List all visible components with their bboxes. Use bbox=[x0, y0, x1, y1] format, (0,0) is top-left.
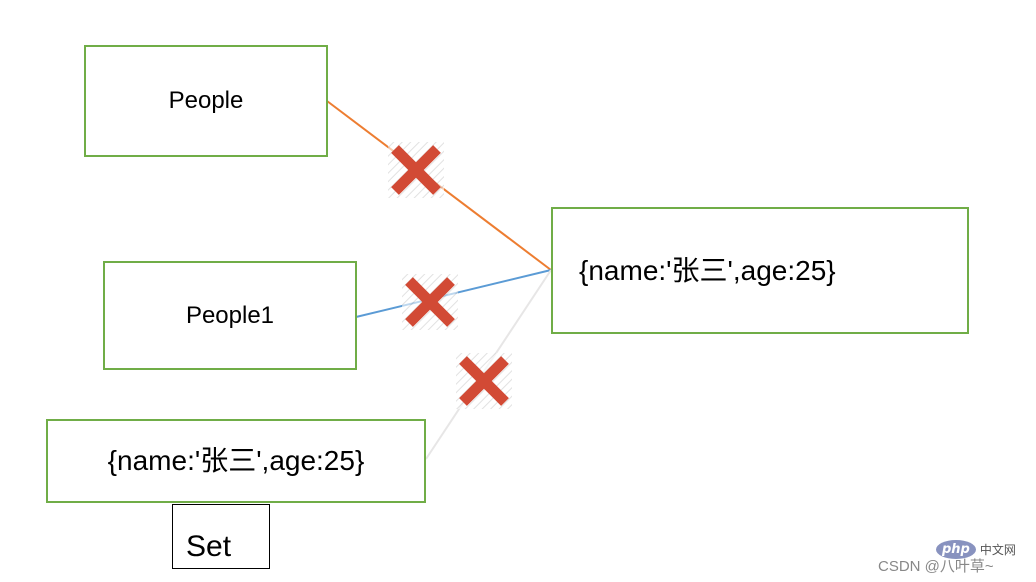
php-site-label: 中文网 bbox=[979, 543, 1016, 557]
php-watermark: php 中文网 bbox=[936, 540, 1016, 559]
object-target-box: {name:'张三',age:25} bbox=[551, 207, 969, 334]
cross-mark-2 bbox=[402, 274, 458, 330]
people-label: People bbox=[168, 87, 244, 114]
people1-box: People1 bbox=[103, 261, 357, 370]
object-copy-box: {name:'张三',age:25} bbox=[46, 419, 426, 503]
object-copy-label: {name:'张三',age:25} bbox=[107, 445, 365, 476]
people1-label: People1 bbox=[185, 301, 275, 329]
csdn-watermark: CSDN @八叶草~ bbox=[878, 558, 994, 575]
set-label: Set bbox=[186, 530, 232, 563]
set-box: Set bbox=[172, 504, 270, 569]
cross-mark-1 bbox=[388, 142, 444, 198]
people-box: People bbox=[84, 45, 328, 157]
cross-mark-3 bbox=[456, 353, 512, 409]
object-target-label: {name:'张三',age:25} bbox=[579, 254, 836, 286]
php-logo-icon: php bbox=[936, 540, 976, 559]
